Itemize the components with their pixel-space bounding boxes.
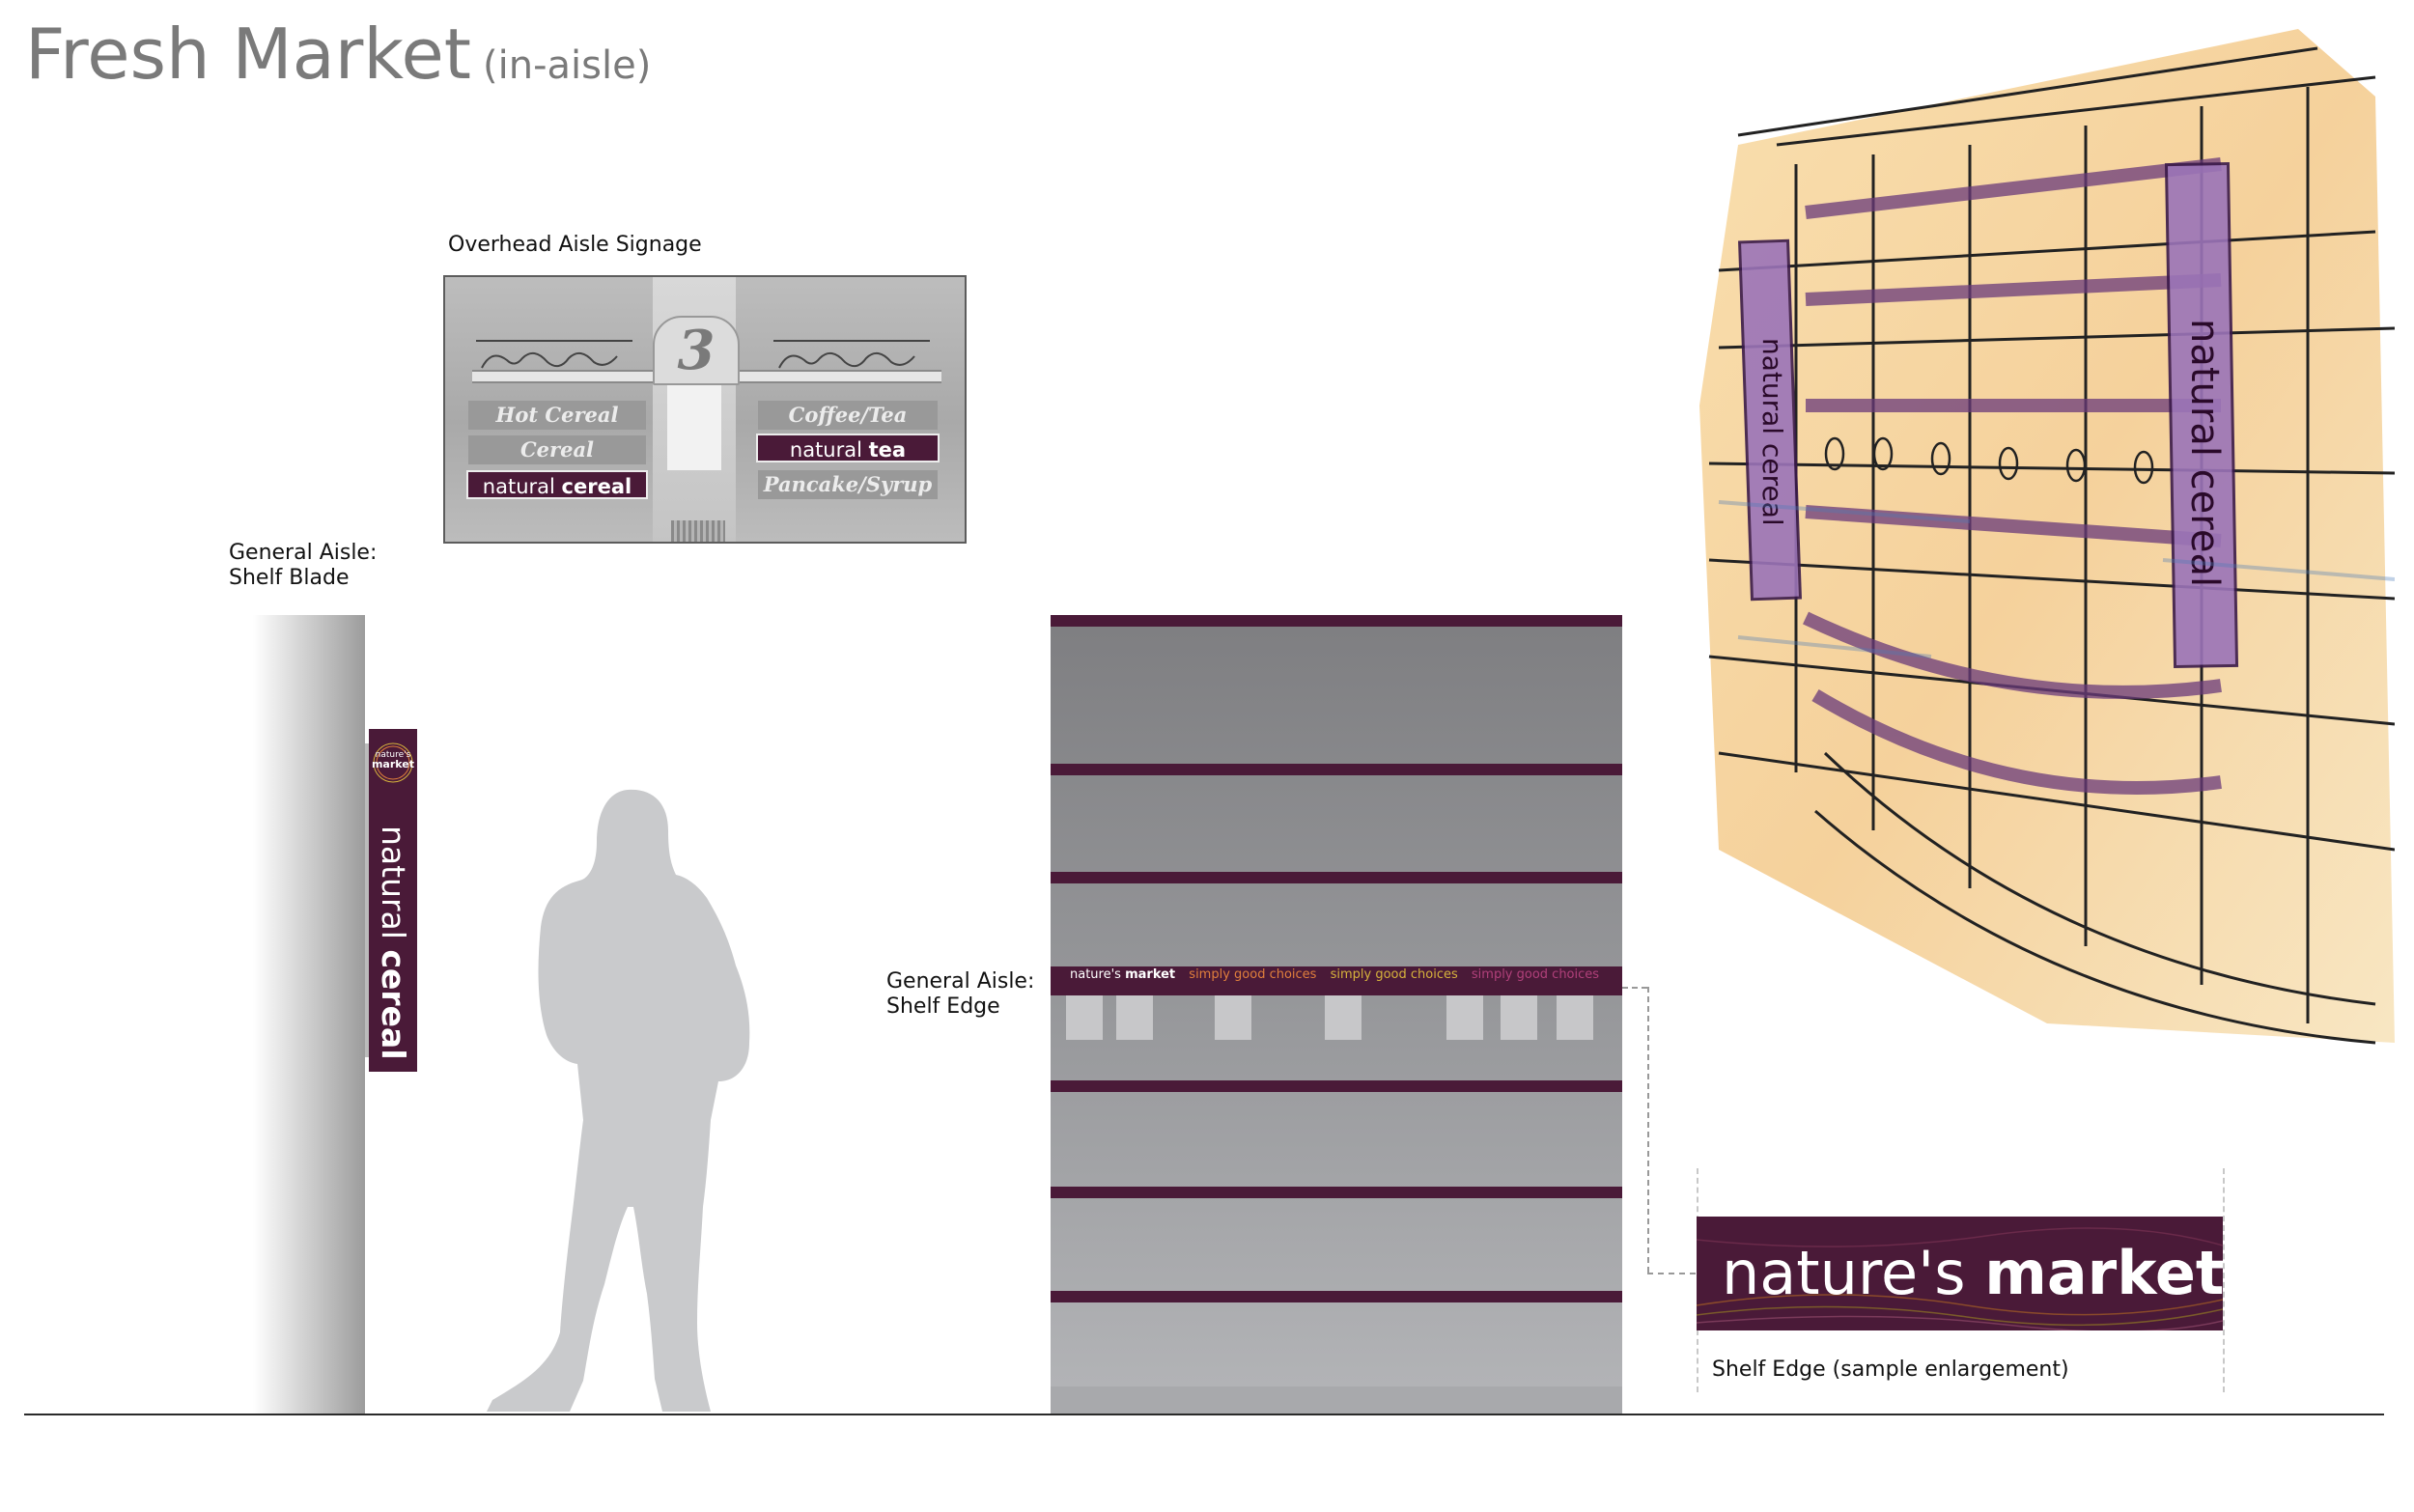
edge-caption-line1: General Aisle:	[886, 969, 1035, 994]
sign-natural-cereal-light: natural	[482, 475, 555, 498]
blade-caption-line2: Shelf Blade	[229, 566, 350, 590]
page-title-subtitle: (in-aisle)	[483, 43, 652, 88]
enlargement-wave-pattern	[1697, 1227, 2223, 1330]
sign-natural-tea-light: natural	[789, 438, 862, 462]
ceiling-light	[667, 374, 721, 470]
strip-tagline-1: simply good choices	[1189, 967, 1317, 982]
enlargement-caption: Shelf Edge (sample enlargement)	[1712, 1358, 2069, 1382]
leader-line	[1647, 987, 1649, 1273]
price-tag	[1325, 995, 1361, 1040]
overhead-caption: Overhead Aisle Signage	[448, 233, 702, 257]
edge-caption: General Aisle: Shelf Edge	[886, 969, 1034, 1020]
price-tag	[1066, 995, 1103, 1040]
blade-caption: General Aisle: Shelf Blade	[229, 541, 377, 591]
price-tag	[1501, 995, 1537, 1040]
strip-logo-left: nature's market	[1060, 966, 1175, 984]
shelf-edge-strip: nature's market simply good choices simp…	[1051, 966, 1622, 995]
page-title: Fresh Market(in-aisle)	[25, 14, 651, 95]
shelf-unit: nature's market simply good choices simp…	[1051, 615, 1622, 1414]
blade-caption-line1: General Aisle:	[229, 541, 378, 565]
sketch-text-left: natural cereal	[1756, 338, 1788, 526]
person-silhouette-icon	[487, 789, 750, 1412]
page-title-main: Fresh Market	[25, 14, 472, 95]
price-tag	[1557, 995, 1593, 1040]
sign-hot-cereal: Hot Cereal	[468, 401, 646, 430]
leader-line	[1622, 987, 1647, 989]
shelf-concept-sketch: natural cereal natural cereal	[1699, 29, 2395, 1045]
leader-line	[1647, 1273, 1696, 1274]
overhead-signage-photo: 3 Hot Cereal Cereal natural cereal Coffe…	[443, 275, 967, 544]
sign-coffee-tea: Coffee/Tea	[758, 401, 938, 430]
shelf-base	[1051, 1386, 1622, 1414]
blade-bracket	[365, 743, 370, 1057]
edge-caption-line2: Shelf Edge	[886, 994, 1000, 1019]
shelf-band-7	[1051, 1291, 1622, 1302]
price-tag	[1446, 995, 1483, 1040]
sign-natural-tea: natural tea	[756, 434, 940, 462]
blade-text: natural cereal	[375, 826, 412, 1060]
shelf-band-5	[1051, 1080, 1622, 1092]
store-column	[253, 615, 365, 1414]
blade-logo-ring-icon	[373, 742, 413, 783]
aisle-number-sign: 3	[653, 316, 740, 385]
blade-logo: nature's market	[369, 750, 417, 770]
strip-tagline-3: simply good choices	[1471, 967, 1600, 982]
enlargement-logo-bold: market	[1984, 1238, 2223, 1308]
shelf-band-1	[1051, 615, 1622, 627]
blade-logo-bold: market	[371, 758, 415, 770]
strip-tagline-2: simply good choices	[1330, 967, 1458, 982]
floor-line	[24, 1414, 2384, 1415]
ceiling-vent	[671, 520, 725, 542]
price-tag	[1116, 995, 1153, 1040]
shelf-blade-sign: nature's market natural cereal	[369, 729, 417, 1072]
shelf-band-2	[1051, 764, 1622, 775]
strip-logo-left-light: nature's	[1070, 967, 1121, 982]
strip-logo-left-bold: market	[1125, 967, 1176, 982]
blade-logo-light: nature's	[375, 750, 411, 760]
blade-text-bold: cereal	[375, 949, 412, 1060]
sign-natural-tea-bold: tea	[868, 438, 907, 462]
sketch-text-right: natural cereal	[2182, 319, 2227, 587]
enlargement-logo-light: nature's	[1722, 1238, 1966, 1308]
shelf-band-6	[1051, 1187, 1622, 1198]
sign-cereal: Cereal	[468, 435, 646, 464]
sign-natural-cereal-bold: cereal	[561, 475, 632, 498]
blade-text-light: natural	[375, 826, 412, 939]
scroll-bracket-left-icon	[476, 340, 632, 369]
enlargement-guide-right	[2223, 1168, 2225, 1392]
sign-pancake-syrup: Pancake/Syrup	[758, 470, 938, 499]
scroll-bracket-right-icon	[773, 340, 930, 369]
price-tag	[1215, 995, 1251, 1040]
sign-natural-cereal: natural cereal	[466, 470, 648, 499]
shelf-band-3	[1051, 872, 1622, 883]
strip-logo-right: nature's market	[1613, 966, 1622, 984]
